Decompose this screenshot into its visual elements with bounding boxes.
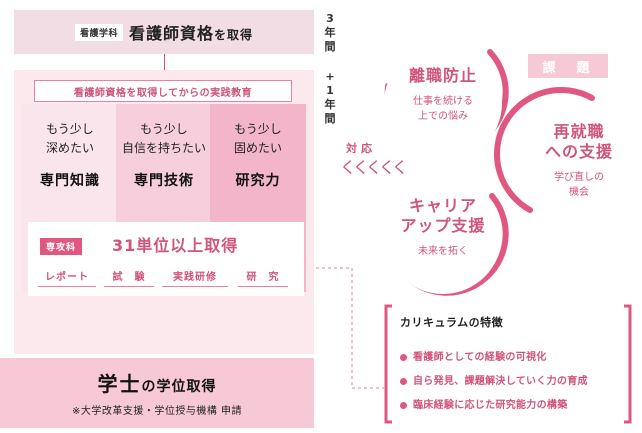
credit-item-report: レポート [38,268,96,287]
challenge-title: 再就職 [553,122,605,141]
features-title: カリキュラムの特徴 [400,316,504,329]
column-research: もう少し 固めたい 研究力 [210,120,306,190]
nursing-dept-tag: 看護学科 [74,23,123,41]
credit-item-research: 研 究 [238,268,288,287]
degree-bar: 学士の学位取得 ※大学改革支援・学位授与機構 申請 [0,358,314,428]
challenges-tag: 課 題 [528,54,608,78]
practical-education-label: 看護師資格を取得してからの実践教育 [34,80,292,102]
qualification-banner: 看護学科 看護師資格を取得 [14,10,314,54]
bullet-icon [400,401,407,409]
qualification-title: 看護師資格を取得 [128,24,254,43]
duration-first: 3 年 間 [324,12,336,53]
degree-title: 学士の学位取得 [97,372,217,396]
challenge-reemployment: 再就職 への支援 学び直しの 機会 [520,102,638,220]
credit-item-exam: 試 験 [104,268,154,287]
correspondence-label: 対応 [346,142,376,155]
challenge-title: キャリア [408,196,477,215]
challenge-turnover: 離職防止 仕事を続ける 上での悩み [384,44,502,162]
skill-label: 専門技術 [134,173,194,189]
skill-label: 研究力 [235,173,281,189]
challenge-career: キャリア アップ支援 未来を拓く [384,176,502,294]
chevron-left-icon: くくくくく [340,158,408,177]
bullet-icon [400,377,407,385]
banner-connector [164,54,165,70]
arc-reemployment [494,86,595,213]
advanced-course-tag: 専攻科 [40,238,83,255]
feature-item: 自ら発見、課題解決していく力の育成 [400,372,588,387]
bullet-icon [400,353,407,361]
credit-panel [28,222,304,296]
degree-note: ※大学改革支援・学位授与機構 申請 [71,406,243,417]
column-technique: もう少し 自信を持ちたい 専門技術 [116,120,212,190]
credit-item-practicum: 実践研修 [162,268,228,287]
column-knowledge: もう少し 深めたい 専門知識 [22,120,118,190]
challenge-title: 離職防止 [408,66,477,85]
credit-requirement: 31単位以上取得 [112,236,239,255]
feature-item: 看護師としての経験の可視化 [400,348,547,363]
feature-item: 臨床経験に応じた研究能力の構築 [400,396,568,411]
skill-label: 専門知識 [40,173,100,189]
duration-second: + 1 年 間 [324,70,336,125]
